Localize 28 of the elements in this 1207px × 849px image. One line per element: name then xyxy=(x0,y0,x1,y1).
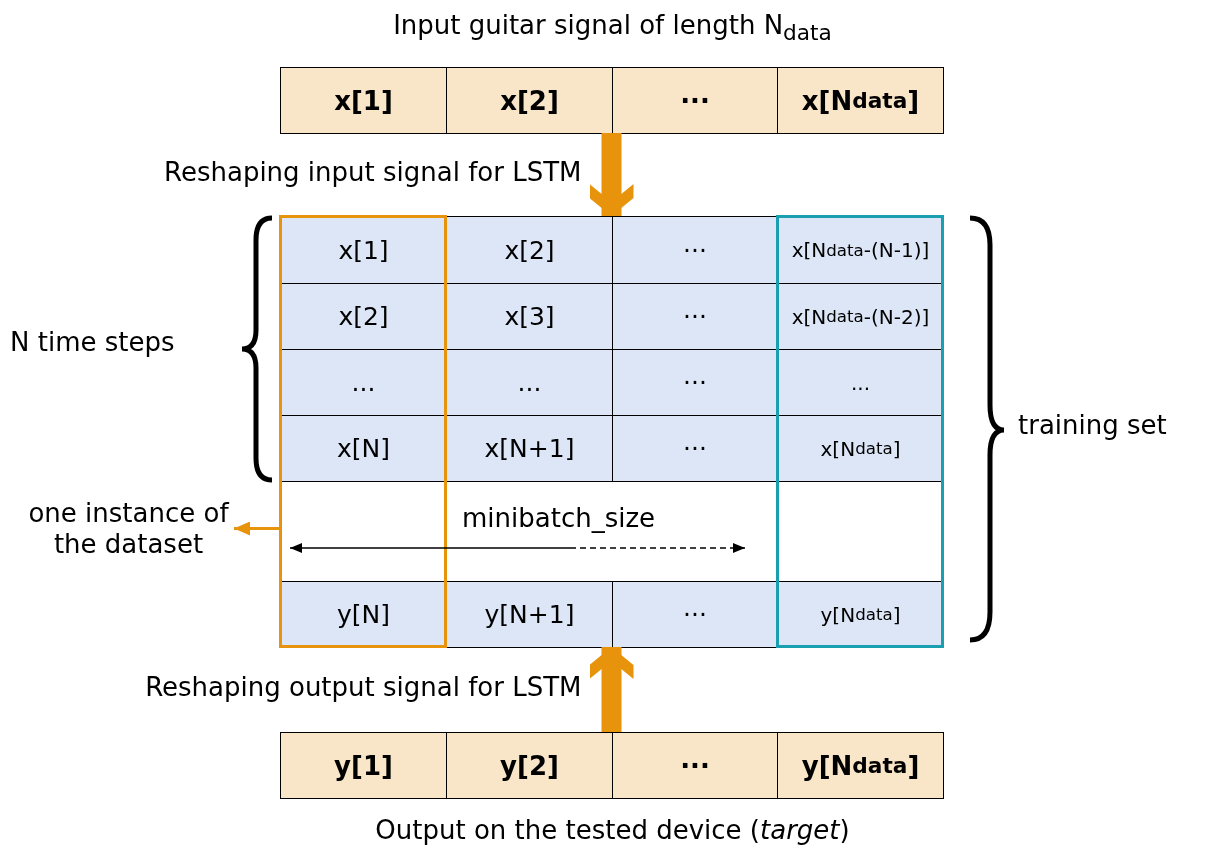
edge-label: Reshaping output signal for LSTM xyxy=(145,671,582,702)
bracket-label: N time steps xyxy=(10,327,175,357)
column-outline xyxy=(776,215,944,648)
sample-cell: ··· xyxy=(612,415,778,482)
sample-cell: x[1] xyxy=(280,216,447,284)
sample-cell: x[3] xyxy=(446,283,613,350)
sample-cell: ... xyxy=(777,349,944,416)
annotation-text: one instance of the dataset xyxy=(22,482,235,576)
sample-cell: ··· xyxy=(612,581,778,648)
sample-cell: x[N+1] xyxy=(446,415,613,482)
sample-cell: ... xyxy=(280,349,447,416)
sample-cell: x[2] xyxy=(446,216,613,284)
sample-cell: x[2] xyxy=(280,283,447,350)
sample-cell: ··· xyxy=(612,349,778,416)
sample-cell: y[N+1] xyxy=(446,581,613,648)
data-matrix xyxy=(280,216,944,648)
signal-label: Input guitar signal of length N$_{data}$ xyxy=(392,10,833,46)
column-outline xyxy=(279,215,447,648)
arrow xyxy=(234,521,280,536)
edge-label: Reshaping input signal for LSTM xyxy=(164,156,582,187)
sample-cell: y[N] xyxy=(280,581,447,648)
bracket-label: training set xyxy=(1018,410,1167,440)
sample-cell: ··· xyxy=(612,283,778,350)
sample-cell: ··· xyxy=(612,216,778,284)
sample-cell: ... xyxy=(446,349,613,416)
sample-cell: x[N] xyxy=(280,415,447,482)
signal-label: Output on the tested device (target) xyxy=(374,815,851,845)
dimension-label: minibatch_size xyxy=(462,503,656,533)
